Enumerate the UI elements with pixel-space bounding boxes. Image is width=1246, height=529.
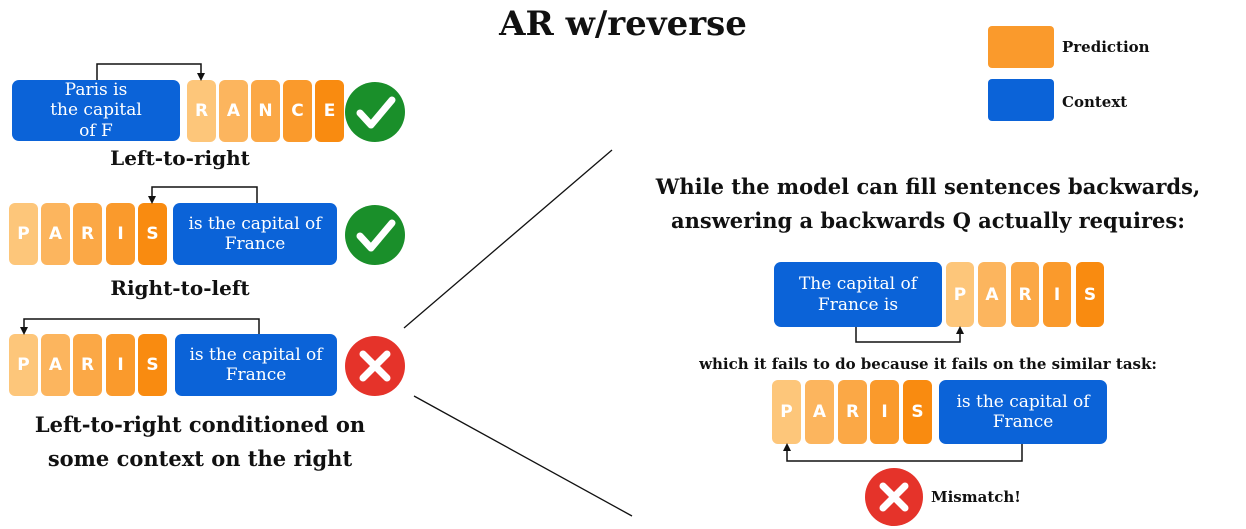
- ex1-check-icon: [345, 82, 405, 142]
- similar-token-2: A: [805, 380, 834, 444]
- legend-prediction-label: Prediction: [1062, 38, 1150, 56]
- ex3-token-2: A: [41, 334, 70, 396]
- middle-explanation: which it fails to do because it fails on…: [699, 355, 1157, 373]
- required-token-2: A: [978, 262, 1006, 327]
- right-heading-line1: While the model can fill sentences backw…: [655, 174, 1201, 199]
- similar-token-5: S: [903, 380, 932, 444]
- required-token-1: P: [946, 262, 974, 327]
- ex1-caption: Left-to-right: [110, 146, 250, 170]
- ex1-token-2: A: [219, 80, 248, 142]
- ex3-token-5: S: [138, 334, 167, 396]
- ex1-token-3: N: [251, 80, 280, 142]
- ex2-token-3: R: [73, 203, 102, 265]
- ex1-token-1: R: [187, 80, 216, 142]
- zoom-line-bottom: [413, 395, 633, 517]
- ex2-caption: Right-to-left: [110, 276, 250, 300]
- ex3-context-box: is the capital of France: [175, 334, 337, 396]
- ex1-arrow: [96, 63, 205, 81]
- ex1-context-box: Paris is the capital of F: [12, 80, 180, 141]
- ex3-cross-icon: [345, 336, 405, 396]
- zoom-line-top: [403, 149, 613, 329]
- ex2-arrow: [148, 186, 258, 204]
- ex3-token-1: P: [9, 334, 38, 396]
- similar-token-1: P: [772, 380, 801, 444]
- ex2-token-1: P: [9, 203, 38, 265]
- similar-token-3: R: [838, 380, 867, 444]
- ex1-token-5: E: [315, 80, 344, 142]
- required-token-4: I: [1043, 262, 1071, 327]
- required-context-box: The capital of France is: [774, 262, 942, 327]
- right-heading-line2: answering a backwards Q actually require…: [671, 208, 1185, 233]
- similar-context-box: is the capital of France: [939, 380, 1107, 444]
- ex3-arrow: [20, 318, 260, 335]
- ex2-token-2: A: [41, 203, 70, 265]
- diagram-title: AR w/reverse: [499, 4, 747, 44]
- ex3-caption-line2: some context on the right: [47, 446, 353, 471]
- ex3-token-3: R: [73, 334, 102, 396]
- legend-context-swatch: [988, 79, 1054, 121]
- ex2-token-4: I: [106, 203, 135, 265]
- ex3-caption-line1: Left-to-right conditioned on: [34, 412, 366, 437]
- similar-token-4: I: [870, 380, 899, 444]
- ex1-token-4: C: [283, 80, 312, 142]
- mismatch-cross-icon: [865, 468, 923, 526]
- required-token-5: S: [1076, 262, 1104, 327]
- required-arrow: [855, 326, 964, 343]
- legend-context-label: Context: [1062, 93, 1128, 111]
- ex2-check-icon: [345, 205, 405, 265]
- legend-prediction-swatch: [988, 26, 1054, 68]
- ex2-token-5: S: [138, 203, 167, 265]
- required-token-3: R: [1011, 262, 1039, 327]
- similar-arrow: [783, 443, 1023, 462]
- mismatch-label: Mismatch!: [931, 488, 1021, 506]
- ex2-context-box: is the capital of France: [173, 203, 337, 265]
- ex3-token-4: I: [106, 334, 135, 396]
